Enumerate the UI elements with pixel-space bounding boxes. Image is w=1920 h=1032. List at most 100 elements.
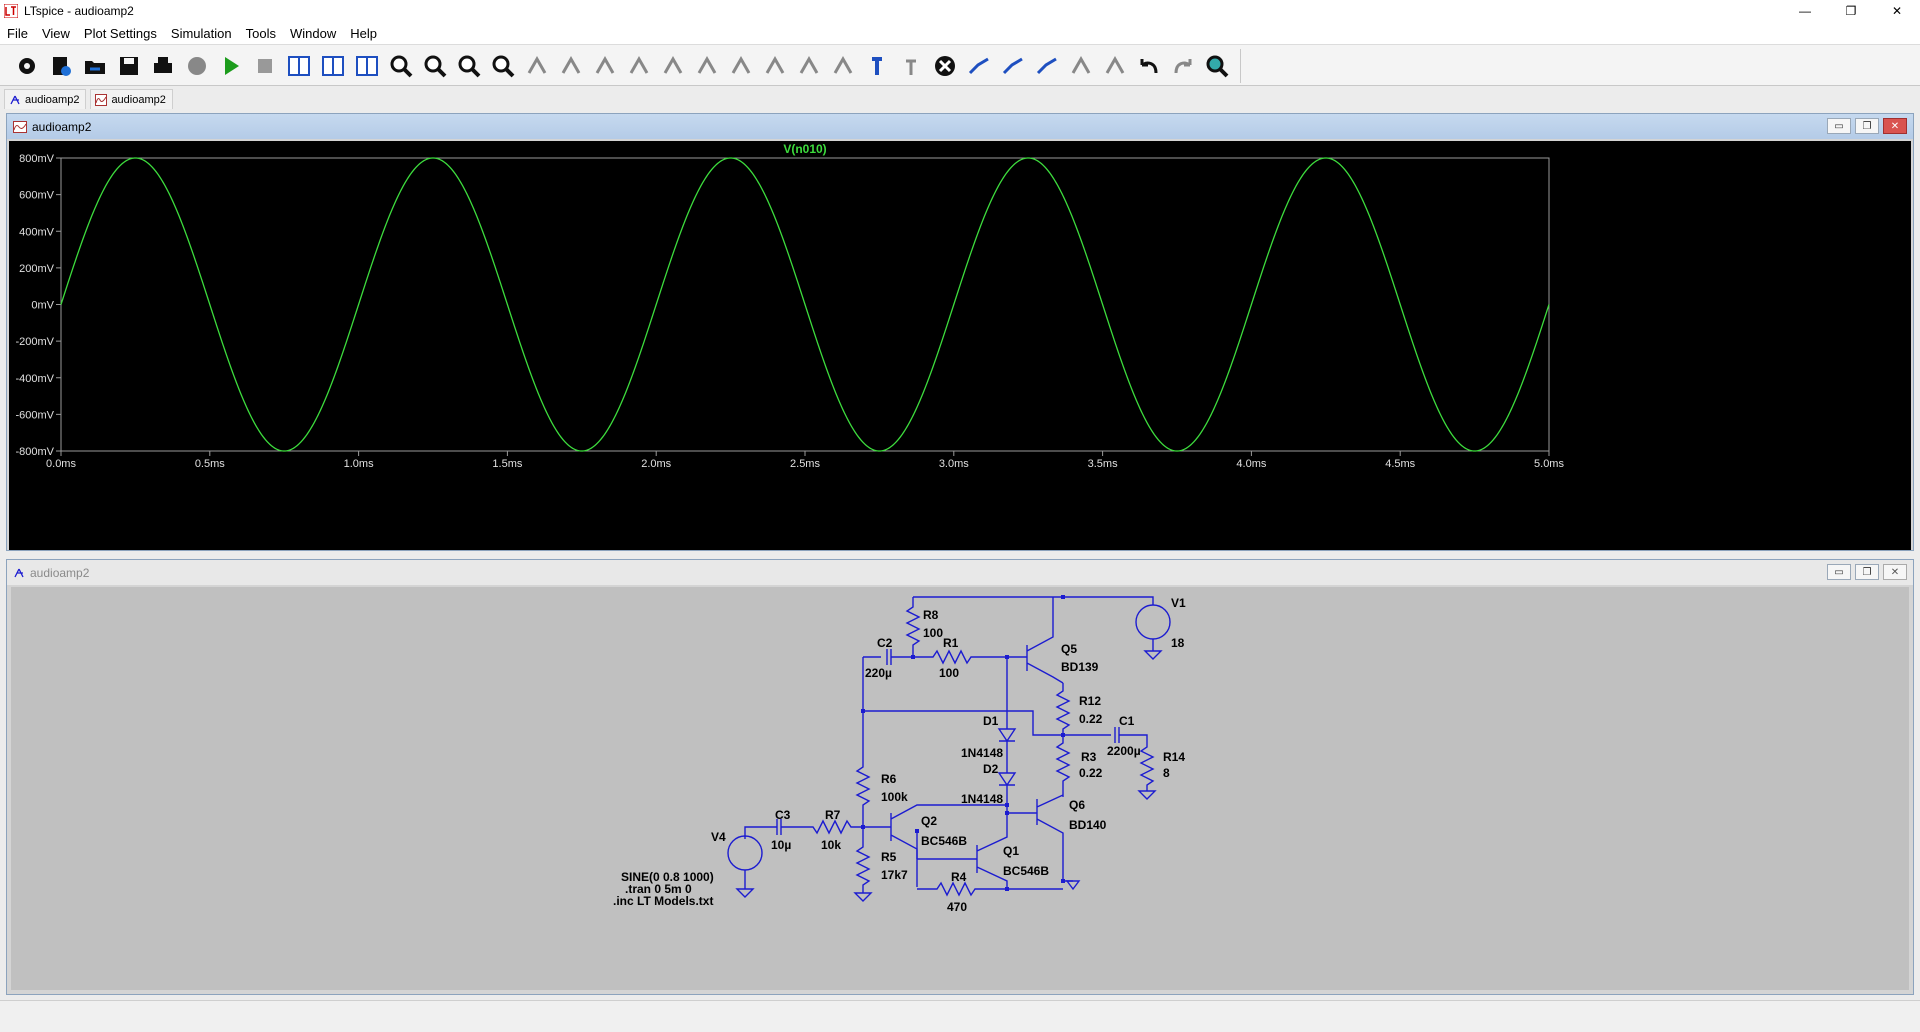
trace-label[interactable]: V(n010): [783, 142, 826, 156]
zoom-in-button[interactable]: [384, 49, 418, 83]
menu-window[interactable]: Window: [289, 25, 337, 41]
tab-waveform[interactable]: audioamp2: [90, 89, 173, 109]
text-icon: [872, 57, 882, 75]
y-tick-label: -200mV: [15, 336, 54, 348]
menu-tools[interactable]: Tools: [245, 25, 276, 41]
zoom-out-icon: [424, 55, 447, 78]
diode-icon: [765, 55, 785, 74]
x-tick-label: 2.0ms: [641, 458, 671, 470]
drag-button[interactable]: [1030, 49, 1064, 83]
run-button[interactable]: [214, 49, 248, 83]
waveform-icon: [13, 120, 27, 133]
label-r4: R4: [951, 870, 967, 884]
label-r5-value: 17k7: [881, 868, 908, 882]
rotate-icon: [1071, 55, 1091, 74]
spice-directive-button[interactable]: [894, 49, 928, 83]
label-c3-value: 10µ: [771, 838, 791, 852]
waveform-window-title: audioamp2: [32, 119, 92, 134]
x-tick-label: 0.5ms: [195, 458, 225, 470]
undo-button[interactable]: [1132, 49, 1166, 83]
text-button[interactable]: [860, 49, 894, 83]
stop-button[interactable]: [248, 49, 282, 83]
net-label-button[interactable]: [826, 49, 860, 83]
menu-file[interactable]: File: [7, 25, 28, 41]
schematic-window: audioamp2 ▭ ❐ ✕: [6, 559, 1914, 995]
resistor-button[interactable]: [656, 49, 690, 83]
save-button[interactable]: [112, 49, 146, 83]
schematic-minimize-button[interactable]: ▭: [1827, 564, 1851, 580]
delete-button[interactable]: [928, 49, 962, 83]
component-icon: [629, 55, 649, 74]
waveform-close-button[interactable]: ✕: [1883, 118, 1907, 134]
schematic-icon: [14, 568, 24, 577]
tab-schematic[interactable]: audioamp2: [4, 89, 87, 109]
autoscale-icon: [527, 55, 547, 74]
undo-icon: [1140, 59, 1158, 74]
document-tab-bar: audioamp2 audioamp2: [0, 87, 1920, 109]
open-button[interactable]: [78, 49, 112, 83]
waveform-plot[interactable]: 800mV600mV400mV200mV0mV-200mV-400mV-600m…: [9, 141, 1911, 550]
zoom-fit-button[interactable]: [452, 49, 486, 83]
inductor-icon: [731, 55, 751, 74]
minimize-button[interactable]: —: [1799, 4, 1811, 18]
trace-v-n010[interactable]: [60, 157, 1550, 452]
waveform-restore-button[interactable]: ❐: [1855, 118, 1879, 134]
cascade-button[interactable]: [350, 49, 384, 83]
halt-button[interactable]: [180, 49, 214, 83]
mirror-icon: [1105, 55, 1125, 74]
menu-view[interactable]: View: [41, 25, 70, 41]
print-button[interactable]: [146, 49, 180, 83]
schematic-close-button[interactable]: ✕: [1883, 564, 1907, 580]
menu-plot-settings[interactable]: Plot Settings: [83, 25, 157, 41]
spice-component-button[interactable]: [792, 49, 826, 83]
label-q6: Q6: [1069, 798, 1085, 812]
label-q2-value: BC546B: [921, 834, 967, 848]
autoscale-button[interactable]: [520, 49, 554, 83]
label-r14-value: 8: [1163, 766, 1170, 780]
label-r6-value: 100k: [881, 790, 908, 804]
label-r8: R8: [923, 608, 939, 622]
schematic-canvas[interactable]: R8 100 C2 220µ R1 100 Q5 BD139 V1 18 R12…: [11, 587, 1909, 990]
zoom-out-button[interactable]: [418, 49, 452, 83]
rotate-button[interactable]: [1064, 49, 1098, 83]
tab-schematic-label: audioamp2: [25, 93, 80, 106]
mirror-button[interactable]: [1098, 49, 1132, 83]
capacitor-button[interactable]: [690, 49, 724, 83]
ground-button[interactable]: [588, 49, 622, 83]
duplicate-icon: [968, 57, 989, 75]
zoom-in-icon: [390, 55, 413, 78]
wire-button[interactable]: [554, 49, 588, 83]
component-button[interactable]: [622, 49, 656, 83]
schematic-window-titlebar[interactable]: audioamp2: [7, 560, 1913, 585]
schematic-restore-button[interactable]: ❐: [1855, 564, 1879, 580]
redo-button[interactable]: [1166, 49, 1200, 83]
schematic-icon: [10, 95, 20, 104]
zoom-extents-button[interactable]: [486, 49, 520, 83]
label-r7: R7: [825, 808, 841, 822]
label-r8-value: 100: [923, 626, 943, 640]
delete-icon: [935, 56, 955, 76]
menu-help[interactable]: Help: [350, 25, 377, 41]
tile-horizontal-icon: [322, 56, 344, 76]
find-button[interactable]: [1200, 49, 1234, 83]
duplicate-button[interactable]: [962, 49, 996, 83]
menu-simulation[interactable]: Simulation: [170, 25, 232, 41]
close-button[interactable]: ✕: [1891, 4, 1903, 18]
inductor-button[interactable]: [724, 49, 758, 83]
y-tick-label: 0mV: [31, 300, 54, 312]
x-tick-label: 1.0ms: [344, 458, 374, 470]
label-r7-value: 10k: [821, 838, 841, 852]
move-button[interactable]: [996, 49, 1030, 83]
tile-horizontal-button[interactable]: [316, 49, 350, 83]
waveform-window-titlebar[interactable]: audioamp2: [7, 114, 1913, 139]
tile-vertical-button[interactable]: [282, 49, 316, 83]
waveform-minimize-button[interactable]: ▭: [1827, 118, 1851, 134]
maximize-button[interactable]: ❐: [1845, 4, 1857, 18]
gear-button[interactable]: [10, 49, 44, 83]
label-d2-value: 1N4148: [961, 792, 1003, 806]
x-tick-label: 3.0ms: [939, 458, 969, 470]
toolbar: [0, 44, 1920, 86]
new-schematic-button[interactable]: [44, 49, 78, 83]
diode-button[interactable]: [758, 49, 792, 83]
